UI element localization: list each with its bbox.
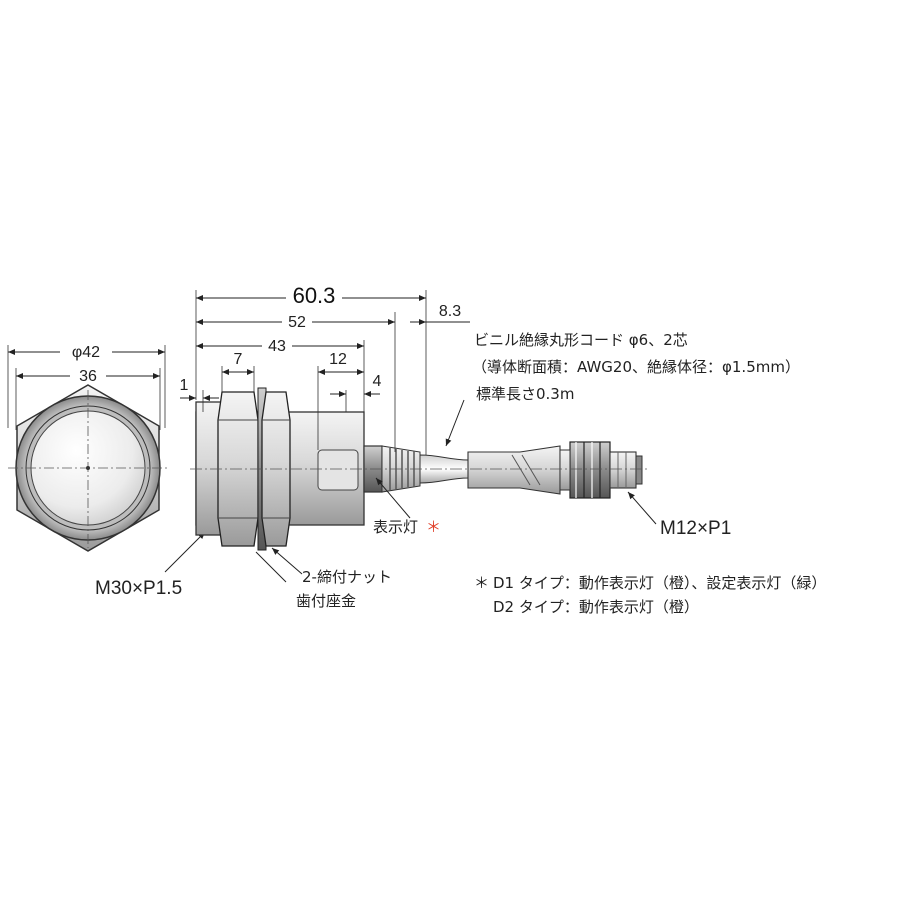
cable-note-line2: （導体断面積：AWG20、絶縁体径：φ1.5mm） [472,358,800,376]
nut-label: 2-締付ナット [302,568,392,586]
connector-label: M12×P1 [660,518,731,539]
side-view: 60.3 52 8.3 43 7 12 4 1 2-締付ナット 歯付座金 表 [180,282,731,610]
indicator-mark: ＊ [426,518,441,536]
dim-4: 4 [373,373,382,390]
indicator-label: 表示灯 [373,518,418,536]
connector-body [467,445,561,495]
dim-12: 12 [329,351,347,368]
washer-label: 歯付座金 [296,592,356,610]
cable-note-line3: 標準長さ0.3m [476,385,574,403]
dim-inner-width: 36 [79,368,97,385]
dim-outer-diameter: φ42 [72,344,100,361]
dim-body-52: 52 [288,314,306,331]
dim-cable-8-3: 8.3 [439,303,461,320]
footnote-mark: ＊ [474,574,489,592]
dim-nut-7: 7 [234,351,243,368]
footnotes: ＊ D1 タイプ：動作表示灯（橙）、設定表示灯（緑） D2 タイプ：動作表示灯（… [474,574,826,616]
footnote-d1: D1 タイプ：動作表示灯（橙）、設定表示灯（緑） [493,574,826,592]
cable-note: ビニル絶縁丸形コード φ6、2芯 （導体断面積：AWG20、絶縁体径：φ1.5m… [472,331,800,403]
dim-1: 1 [180,377,189,394]
front-view: φ42 36 M30×P1.5 [7,342,206,599]
dim-overall-length: 60.3 [293,283,336,308]
cable-note-line1: ビニル絶縁丸形コード φ6、2芯 [474,331,688,349]
dim-thread-43: 43 [268,338,286,355]
footnote-d2: D2 タイプ：動作表示灯（橙） [493,598,699,616]
thread-label: M30×P1.5 [95,578,182,599]
